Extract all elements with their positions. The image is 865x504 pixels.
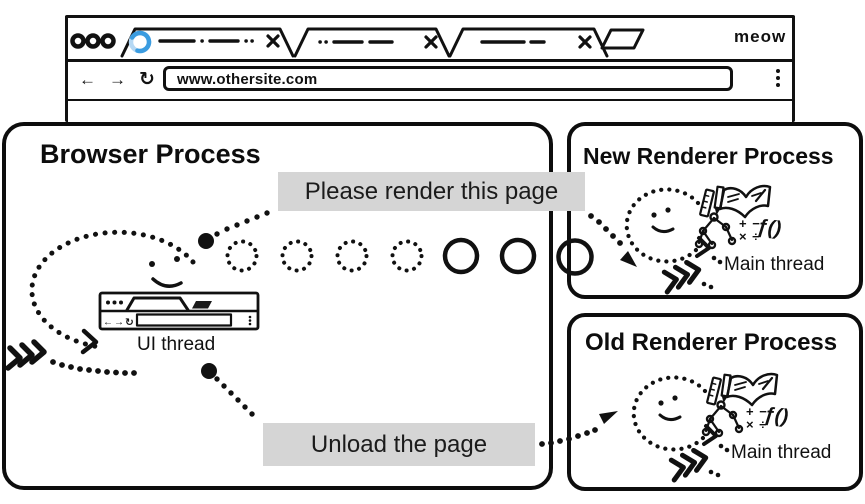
old-renderer-title: Old Renderer Process — [585, 329, 838, 356]
new-renderer-process-box — [567, 122, 863, 299]
reload-button[interactable]: ↻ — [139, 69, 155, 90]
address-bar-url[interactable]: www.othersite.com — [177, 71, 318, 88]
browser-menu-icon[interactable] — [772, 66, 784, 90]
tab-strip — [68, 18, 792, 62]
main-thread-label-new: Main thread — [724, 254, 825, 275]
ui-thread-label: UI thread — [137, 334, 216, 355]
main-thread-label-old: Main thread — [731, 442, 832, 463]
url-row-divider — [68, 99, 792, 101]
new-renderer-title: New Renderer Process — [583, 143, 834, 169]
browser-process-title: Browser Process — [40, 139, 261, 169]
brand-label: meow — [734, 27, 787, 46]
address-bar[interactable]: www.othersite.com — [163, 66, 733, 91]
message-unload-page: Unload the page — [263, 423, 535, 466]
message-render-page: Please render this page — [278, 172, 585, 211]
forward-button[interactable]: → — [109, 70, 126, 89]
back-button[interactable]: ← — [79, 70, 96, 89]
